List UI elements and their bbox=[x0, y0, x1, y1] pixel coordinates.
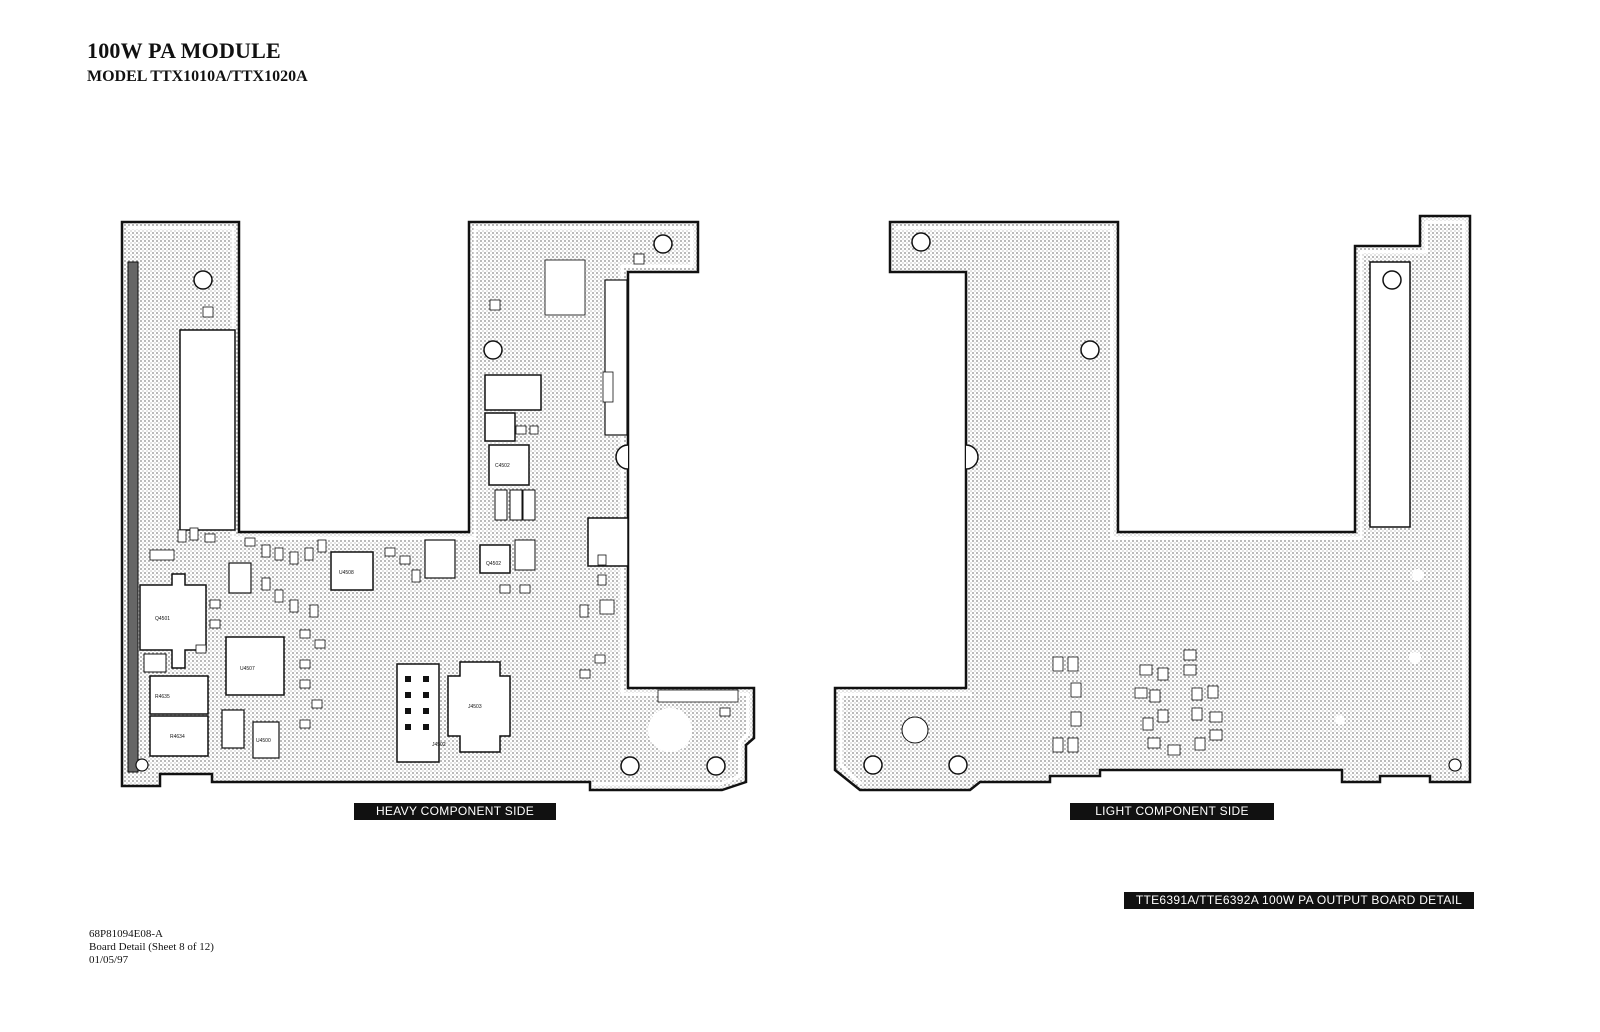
ref-u4508: U4508 bbox=[339, 570, 354, 576]
ref-c4502: C4502 bbox=[495, 463, 510, 469]
ref-r4635: R4635 bbox=[155, 694, 170, 700]
light-component-board bbox=[833, 214, 1472, 792]
sheet-info: Board Detail (Sheet 8 of 12) bbox=[89, 941, 214, 953]
heavy-component-board: U4508 U4507 R4635 R4634 U4500 C4502 Q450… bbox=[120, 220, 756, 792]
ref-j4503: J4503 bbox=[468, 704, 482, 710]
page-title: 100W PA MODULE bbox=[87, 38, 281, 63]
heavy-component-side-label: HEAVY COMPONENT SIDE bbox=[354, 803, 556, 820]
model-subtitle: MODEL TTX1010A/TTX1020A bbox=[87, 68, 308, 85]
ref-u4507: U4507 bbox=[240, 666, 255, 672]
board-detail-caption: TTE6391A/TTE6392A 100W PA OUTPUT BOARD D… bbox=[1124, 892, 1474, 909]
ref-q4501: Q4501 bbox=[155, 616, 170, 622]
ref-q4502: Q4502 bbox=[486, 561, 501, 567]
document-date: 01/05/97 bbox=[89, 954, 129, 966]
ref-u4500: U4500 bbox=[256, 738, 271, 744]
document-number: 68P81094E08-A bbox=[89, 928, 163, 940]
light-component-side-label: LIGHT COMPONENT SIDE bbox=[1070, 803, 1274, 820]
ref-r4634: R4634 bbox=[170, 734, 185, 740]
ref-j4502: J4502 bbox=[432, 742, 446, 748]
light-board-outline bbox=[833, 214, 1472, 792]
